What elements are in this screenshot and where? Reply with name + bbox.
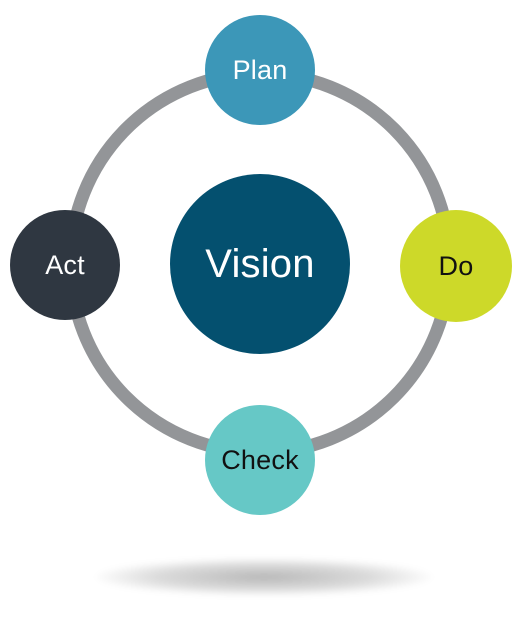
do-label: Do	[438, 250, 474, 281]
vision-node: Vision	[170, 174, 350, 354]
check-label: Check	[221, 444, 299, 475]
vision-label: Vision	[205, 241, 315, 286]
act-node: Act	[10, 210, 120, 320]
check-node: Check	[205, 405, 315, 515]
do-node: Do	[400, 210, 512, 322]
floor-shadow	[95, 558, 433, 596]
plan-node: Plan	[205, 15, 315, 125]
act-label: Act	[45, 249, 85, 280]
plan-label: Plan	[232, 54, 288, 85]
